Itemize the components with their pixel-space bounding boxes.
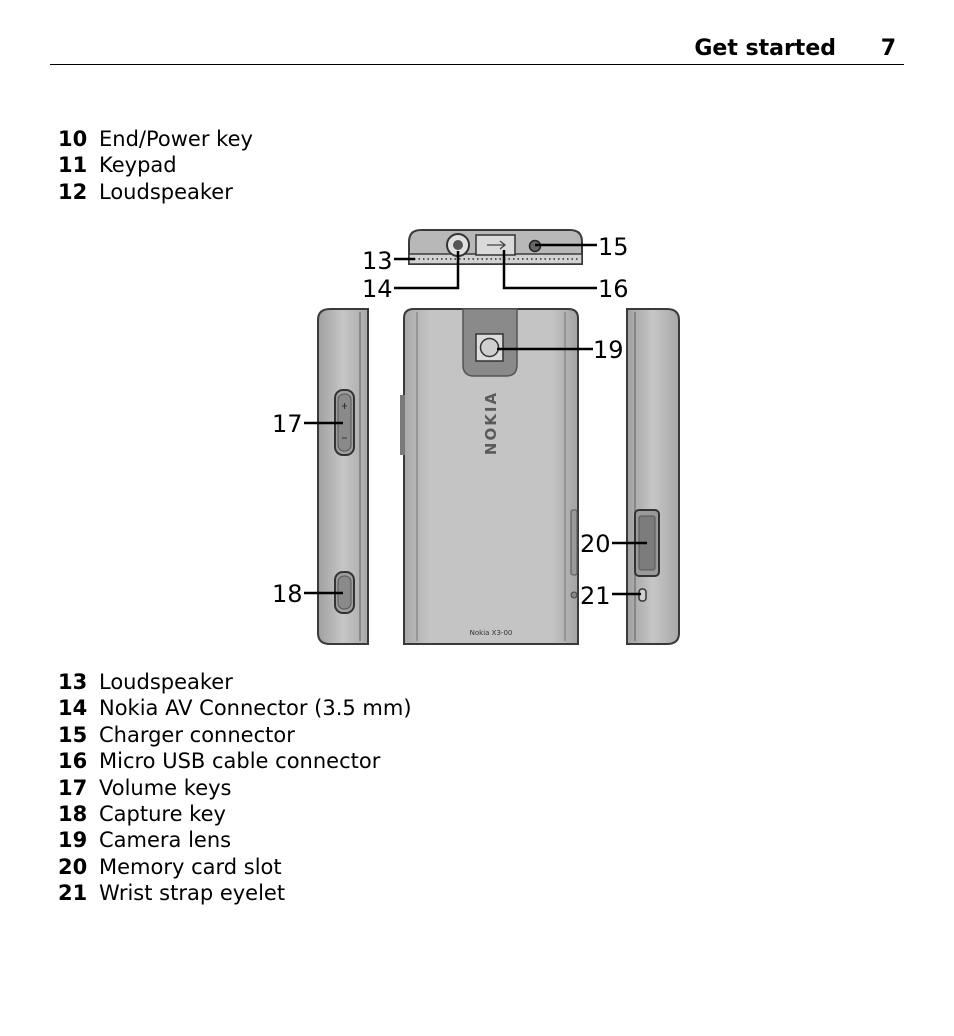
legend-list-top: 10 End/Power key 11 Keypad 12 Loudspeaker <box>58 126 253 205</box>
callout-17: 17 <box>272 410 303 438</box>
legend-label: Volume keys <box>99 775 232 800</box>
legend-label: Keypad <box>99 153 177 178</box>
legend-number: 20 <box>58 854 88 879</box>
callout-13: 13 <box>362 247 393 275</box>
page-header: Get started 7 <box>0 0 954 70</box>
callout-14: 14 <box>362 275 393 303</box>
callout-20: 20 <box>580 530 611 558</box>
phone-right-side-view <box>626 308 680 645</box>
callout-21: 21 <box>580 582 611 610</box>
legend-item: 13 Loudspeaker <box>58 669 412 695</box>
legend-label: Loudspeaker <box>99 670 233 694</box>
legend-item: 12 Loudspeaker <box>58 179 253 205</box>
legend-item: 19 Camera lens <box>58 827 412 853</box>
phone-left-side-view <box>317 308 369 645</box>
volume-keys-icon <box>334 389 355 456</box>
legend-number: 21 <box>58 881 88 906</box>
callout-19: 19 <box>593 336 624 364</box>
callout-15: 15 <box>598 233 629 261</box>
legend-item: 21 Wrist strap eyelet <box>58 880 412 906</box>
legend-label: Loudspeaker <box>99 179 233 204</box>
brand-logo: NOKIA <box>482 391 500 455</box>
legend-label: Micro USB cable connector <box>99 749 381 774</box>
legend-number: 19 <box>58 828 88 853</box>
page-number: 7 <box>880 36 896 61</box>
phone-back-view: NOKIA Nokia X3-00 <box>400 308 579 645</box>
legend-item: 17 Volume keys <box>58 775 412 801</box>
legend-number: 16 <box>58 749 88 774</box>
legend-label: Memory card slot <box>99 854 282 879</box>
legend-number: 14 <box>58 696 88 721</box>
legend-item: 11 Keypad <box>58 152 253 178</box>
section-title: Get started <box>694 36 836 61</box>
callout-16: 16 <box>598 275 629 303</box>
legend-list-bottom: 13 Loudspeaker 14 Nokia AV Connector (3.5 … <box>58 669 412 907</box>
legend-number: 17 <box>58 775 88 800</box>
legend-item: 15 Charger connector <box>58 722 412 748</box>
callout-labels: 13 14 15 16 17 18 19 20 21 <box>272 233 629 610</box>
legend-number: 18 <box>58 801 88 826</box>
legend-item: 10 End/Power key <box>58 126 253 152</box>
legend-number: 13 <box>58 670 88 694</box>
legend-number: 15 <box>58 722 88 747</box>
legend-number: 12 <box>58 179 88 204</box>
camera-lens-icon <box>462 308 518 377</box>
legend-label: Charger connector <box>99 722 295 747</box>
legend-label: Camera lens <box>99 828 232 853</box>
legend-label: Nokia AV Connector (3.5 mm) <box>99 696 412 721</box>
model-label: Nokia X3-00 <box>470 629 513 637</box>
legend-item: 16 Micro USB cable connector <box>58 748 412 774</box>
legend-label: End/Power key <box>99 127 253 151</box>
av-connector-icon <box>446 233 470 257</box>
legend-item: 18 Capture key <box>58 801 412 827</box>
usb-connector-icon <box>475 234 516 256</box>
legend-number: 10 <box>58 127 88 151</box>
callout-18: 18 <box>272 580 303 608</box>
phone-top-view <box>408 229 583 265</box>
legend-label: Capture key <box>99 801 226 826</box>
capture-key-icon <box>334 571 355 614</box>
leader-lines <box>304 243 647 596</box>
legend-number: 11 <box>58 153 88 178</box>
legend-item: 14 Nokia AV Connector (3.5 mm) <box>58 695 412 721</box>
header-rule <box>50 64 904 65</box>
legend-item: 20 Memory card slot <box>58 854 412 880</box>
legend-label: Wrist strap eyelet <box>99 881 286 906</box>
